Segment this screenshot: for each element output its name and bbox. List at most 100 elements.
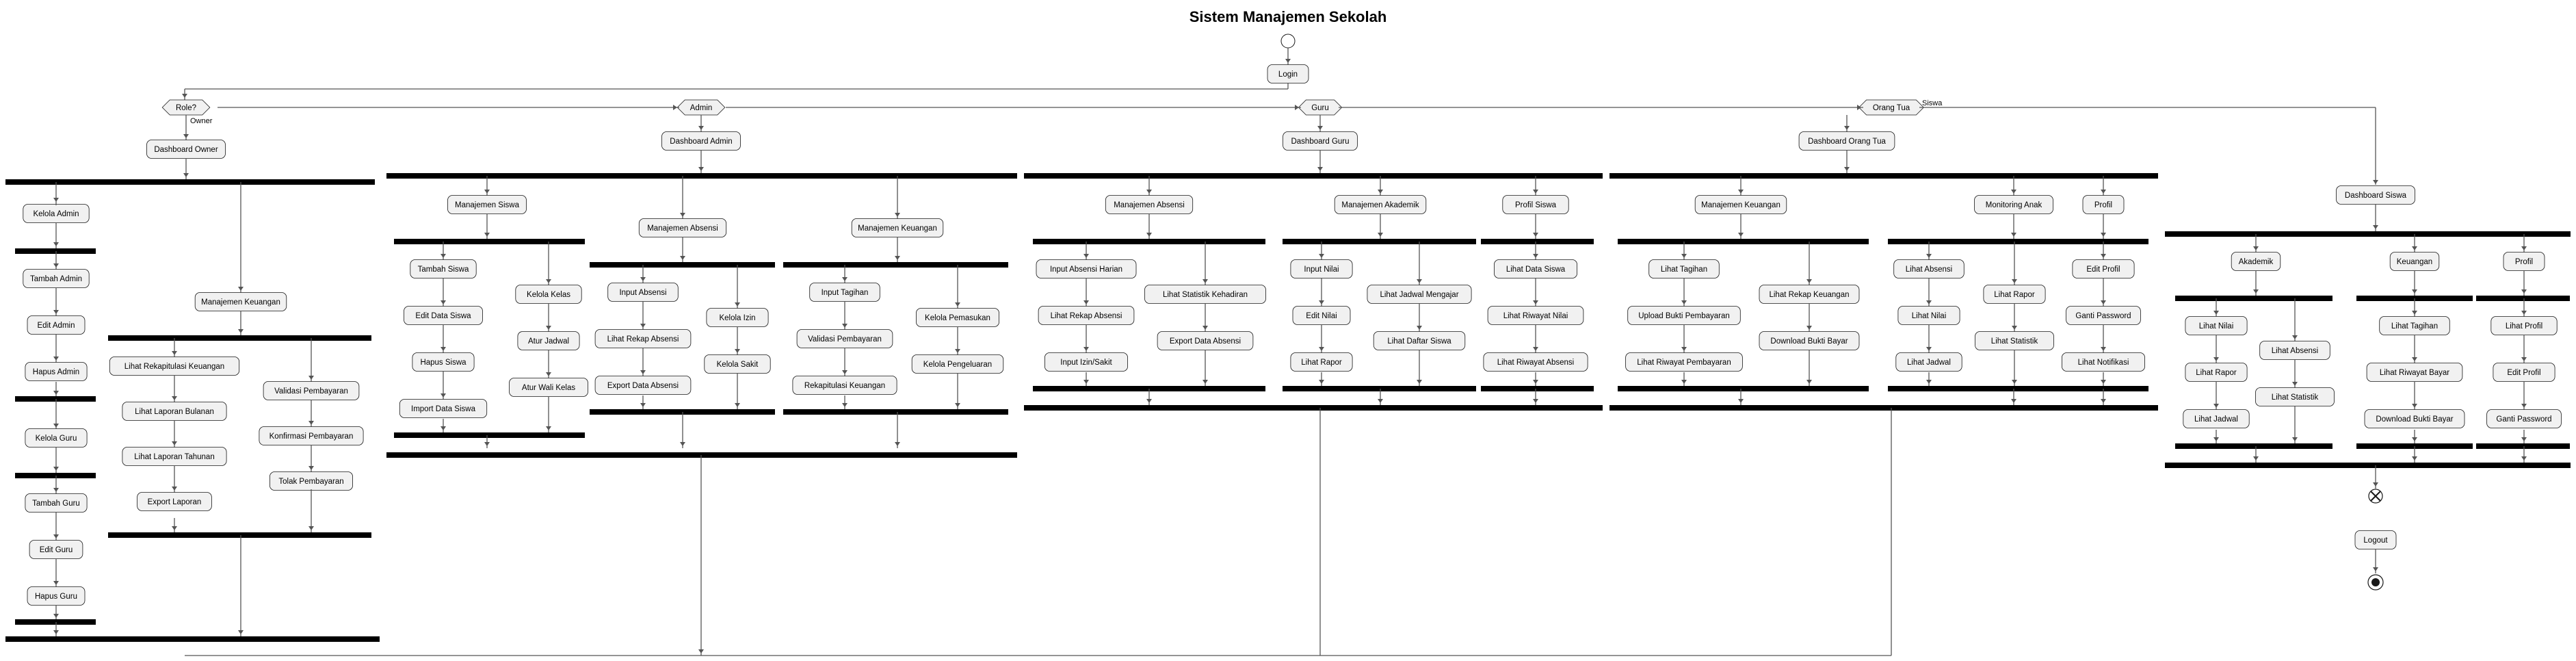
activity-label: Lihat Rekapitulasi Keuangan (124, 363, 224, 371)
activity-label: Manajemen Keuangan (201, 298, 280, 307)
arrowhead (1926, 300, 1932, 304)
arrowhead (680, 442, 685, 446)
arrowhead (1926, 380, 1932, 384)
arrowhead (2012, 380, 2017, 384)
branch-label: Siswa (1922, 99, 1943, 107)
arrowhead (1533, 380, 1538, 384)
arrowhead (1378, 190, 1383, 194)
arrowhead (1202, 380, 1208, 384)
fork-bar (1618, 386, 1869, 391)
arrowhead (53, 357, 59, 361)
fork-bar (783, 409, 1008, 415)
fork-bar (394, 239, 585, 244)
activity-label: Keuangan (2397, 258, 2432, 266)
arrowhead (441, 393, 446, 398)
decision-role (161, 99, 211, 116)
activity-ganti-password (2486, 409, 2562, 428)
arrowhead (1378, 233, 1383, 237)
arrowhead (2521, 357, 2527, 361)
flow-final-cross (2370, 491, 2381, 502)
decision-label: Admin (690, 104, 713, 112)
arrowhead (1533, 300, 1538, 304)
arrowhead (1285, 59, 1291, 63)
arrowhead (2373, 482, 2378, 487)
arrowhead (441, 300, 446, 304)
activity-label: Edit Profil (2507, 369, 2540, 377)
activity-label: Atur Wali Kelas (522, 384, 575, 392)
arrowhead (546, 326, 551, 330)
arrowhead (2011, 190, 2016, 194)
arrowhead (640, 277, 646, 281)
arrowhead (2292, 382, 2298, 386)
activity-label: Atur Jadwal (528, 337, 569, 346)
decision-label: Guru (1311, 104, 1329, 112)
activity-label: Lihat Statistik Kehadiran (1163, 291, 1248, 299)
arrowhead (673, 105, 677, 110)
activity-label: Input Absensi Harian (1050, 265, 1122, 274)
activity-lihat-notifikasi (2061, 352, 2145, 372)
fork-bar (1024, 173, 1603, 179)
activity-label: Manajemen Siswa (455, 201, 520, 209)
fork-bar (386, 173, 1017, 179)
arrowhead (1533, 254, 1538, 258)
activity-label: Dashboard Guru (1291, 138, 1349, 146)
arrowhead (1317, 126, 1323, 130)
arrowhead (1533, 190, 1538, 194)
activity-label: Lihat Statistik (2272, 393, 2319, 402)
arrowhead (955, 349, 960, 353)
activity-label: Kelola Izin (719, 314, 755, 322)
arrowhead (308, 466, 314, 470)
activity-lihat-riwayat-pembayaran (1625, 352, 1743, 372)
activity-label: Akademik (2239, 258, 2274, 266)
arrowhead (680, 256, 685, 260)
arrowhead (1202, 326, 1208, 330)
arrowhead (1319, 254, 1324, 258)
arrowhead (698, 649, 704, 653)
arrowhead (680, 213, 685, 217)
diagram-title: Sistem Manajemen Sekolah (1189, 8, 1387, 25)
arrowhead (1533, 347, 1538, 351)
activity-label: Lihat Laporan Bulanan (135, 408, 214, 416)
arrowhead (2213, 311, 2219, 315)
activity-label: Dashboard Owner (154, 146, 218, 154)
arrowhead (2412, 246, 2417, 250)
fork-bar (1609, 405, 2158, 411)
activity-label: Input Izin/Sakit (1060, 359, 1112, 367)
fork-bar (1283, 386, 1476, 391)
start-node (1280, 34, 1296, 49)
fork-bar (15, 619, 96, 625)
arrowhead (1202, 279, 1208, 283)
arrowhead (53, 391, 59, 395)
arrowhead (1319, 300, 1324, 304)
activity-label: Manajemen Absensi (647, 224, 718, 233)
activity-label: Input Tagihan (822, 289, 869, 297)
arrowhead (1146, 190, 1152, 194)
arrowhead (441, 347, 446, 351)
arrowhead (842, 277, 847, 281)
arrowhead (2373, 180, 2378, 184)
arrowhead (238, 630, 244, 634)
arrowhead (2101, 347, 2106, 351)
activity-label: Lihat Riwayat Absensi (1497, 359, 1575, 367)
arrowhead (1295, 105, 1299, 110)
arrowhead (2292, 335, 2298, 339)
activity-label: Lihat Tagihan (2391, 322, 2438, 330)
arrowhead (640, 324, 646, 328)
arrowhead (955, 403, 960, 407)
arrowhead (735, 403, 740, 407)
activity-label: Lihat Statistik (1991, 337, 2038, 346)
activity-label: Lihat Daftar Siswa (1387, 337, 1451, 346)
arrowhead (172, 351, 177, 355)
arrowhead (2213, 404, 2219, 408)
arrowhead (53, 310, 59, 314)
arrowhead (53, 581, 59, 585)
arrowhead (53, 198, 59, 202)
arrowhead (2213, 437, 2219, 441)
arrowhead (2011, 399, 2016, 403)
fork-bar (1481, 239, 1594, 244)
arrowhead (1417, 380, 1422, 384)
arrowhead (1146, 233, 1152, 237)
arrowhead (2373, 567, 2378, 571)
arrowhead (640, 370, 646, 374)
